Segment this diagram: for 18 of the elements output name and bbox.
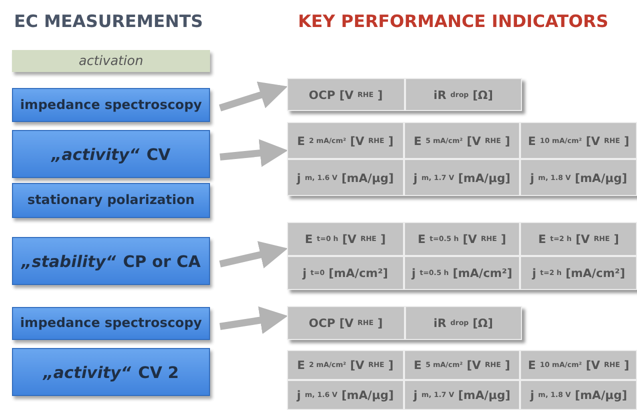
arrow bbox=[220, 139, 288, 167]
measurement-box: stationary polarization bbox=[12, 183, 210, 218]
measurement-box: „activity“ CV 2 bbox=[12, 348, 210, 396]
kpi-table bbox=[287, 122, 637, 196]
arrow bbox=[218, 82, 288, 112]
kpi-table bbox=[287, 350, 637, 410]
arrow bbox=[219, 241, 288, 268]
measurement-box: „stability“ CP or CA bbox=[12, 237, 210, 285]
measurement-box: impedance spectroscopy bbox=[12, 88, 210, 122]
measurement-box: „activity“ CV bbox=[12, 130, 210, 178]
measurement-box: impedance spectroscopy bbox=[12, 307, 210, 340]
step-label-box: activation bbox=[12, 50, 210, 72]
kpi-table bbox=[287, 222, 637, 290]
column-heading: EC MEASUREMENTS bbox=[14, 12, 204, 32]
kpi-table bbox=[287, 306, 522, 340]
column-heading: KEY PERFORMANCE INDICATORS bbox=[298, 12, 608, 32]
kpi-table bbox=[287, 78, 522, 111]
arrow bbox=[219, 306, 288, 334]
